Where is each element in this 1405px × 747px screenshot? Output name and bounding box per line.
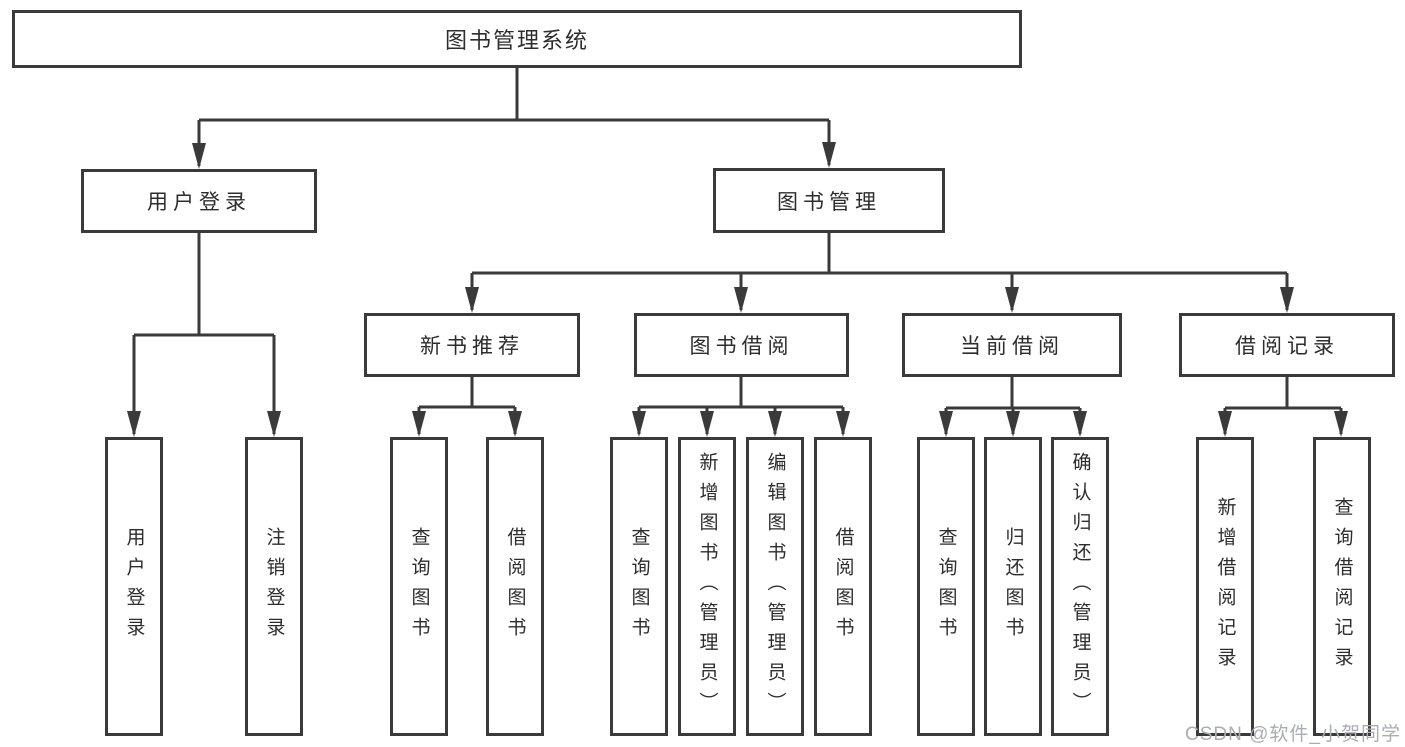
csdn-watermark: CSDN @软件_小贺同学 — [1185, 724, 1401, 745]
arrowhead — [192, 143, 206, 169]
connector-book-borrow-to-leaves — [637, 377, 845, 434]
arrowhead — [267, 411, 281, 437]
connector-borrow-records-to-leaves — [1223, 377, 1343, 434]
connector-user-login-to-leaves — [132, 233, 276, 434]
node-leaf-add-books-admin: 新增图书（管理员） — [678, 437, 736, 736]
node-new-book-recommend: 新书推荐 — [364, 313, 580, 377]
node-leaf-query-borrow-record: 查询借阅记录 — [1313, 437, 1371, 736]
node-book-management: 图书管理 — [713, 168, 945, 233]
node-label: 图书借阅 — [689, 335, 794, 358]
node-label: 新增图书（管理员） — [696, 451, 718, 722]
connector-book-mgmt-to-level3 — [470, 233, 1289, 310]
arrowhead — [768, 411, 782, 437]
connector-new-book-to-leaves — [417, 377, 517, 434]
node-label: 新增借阅记录 — [1214, 496, 1236, 677]
node-leaf-borrow-books-recommend: 借阅图书 — [486, 437, 544, 736]
node-label: 图书管理 — [777, 190, 881, 214]
arrowhead — [632, 411, 646, 437]
node-label: 新书推荐 — [420, 335, 524, 358]
node-book-borrowing: 图书借阅 — [634, 313, 849, 377]
node-label: 查询借阅记录 — [1331, 496, 1353, 677]
arrowhead — [1073, 411, 1087, 437]
node-leaf-query-books-current: 查询图书 — [917, 437, 975, 736]
arrowhead — [700, 411, 714, 437]
arrowhead — [1006, 411, 1020, 437]
node-leaf-edit-books-admin: 编辑图书（管理员） — [746, 437, 804, 736]
arrowhead — [1218, 411, 1232, 437]
node-label: 当前借阅 — [960, 335, 1064, 358]
node-leaf-confirm-return-admin: 确认归还（管理员） — [1051, 437, 1109, 736]
node-label: 用户登录 — [123, 526, 145, 647]
node-label: 借阅图书 — [504, 526, 526, 647]
node-label: 编辑图书（管理员） — [764, 451, 786, 722]
arrowhead — [822, 142, 836, 168]
node-leaf-query-books-recommend: 查询图书 — [390, 437, 448, 736]
arrowhead — [412, 411, 426, 437]
arrowhead — [508, 411, 522, 437]
node-leaf-user-login: 用户登录 — [105, 437, 163, 736]
node-label: 查询图书 — [408, 526, 430, 647]
arrowhead — [836, 411, 850, 437]
node-label: 用户登录 — [147, 191, 251, 214]
arrowhead — [1005, 287, 1019, 313]
node-label: 注销登录 — [263, 526, 285, 647]
arrowhead — [939, 411, 953, 437]
node-library-management-system: 图书管理系统 — [12, 10, 1022, 68]
arrowhead — [465, 287, 479, 313]
node-current-borrowing: 当前借阅 — [902, 313, 1122, 377]
node-label: 查询图书 — [935, 526, 957, 647]
node-leaf-logout: 注销登录 — [245, 437, 303, 736]
node-label: 查询图书 — [628, 526, 650, 647]
arrowhead — [1334, 411, 1348, 437]
node-label: 确认归还（管理员） — [1069, 451, 1091, 722]
connector-root-to-level2 — [197, 68, 831, 166]
node-borrowing-records: 借阅记录 — [1179, 313, 1395, 377]
arrowhead — [1280, 287, 1294, 313]
node-leaf-add-borrow-record: 新增借阅记录 — [1196, 437, 1254, 736]
arrowhead — [127, 411, 141, 437]
node-leaf-borrow-books: 借阅图书 — [814, 437, 872, 736]
node-leaf-query-books-borrow: 查询图书 — [610, 437, 668, 736]
node-label: 图书管理系统 — [444, 28, 589, 53]
node-label: 借阅图书 — [832, 526, 854, 647]
node-user-login: 用户登录 — [81, 169, 317, 233]
node-leaf-return-books: 归还图书 — [984, 437, 1042, 736]
node-label: 借阅记录 — [1235, 335, 1339, 358]
node-label: 归还图书 — [1002, 526, 1024, 647]
arrowhead — [734, 287, 748, 313]
